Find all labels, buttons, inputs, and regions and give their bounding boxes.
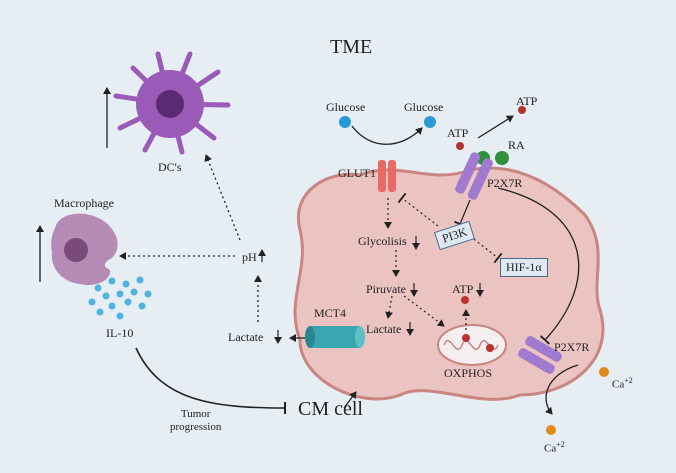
atp-top-molecule	[518, 106, 526, 114]
calcium-label-2-charge: +2	[556, 440, 565, 449]
cm-cell-body	[293, 166, 605, 401]
il10-inhibition-curve	[135, 347, 287, 415]
mitochondrion	[437, 324, 507, 366]
glucose-outside-molecule	[339, 116, 351, 128]
calcium-ion-2	[546, 425, 556, 435]
il10-label: IL-10	[106, 326, 134, 340]
piruvate-to-mito-arrow	[403, 295, 445, 327]
glut1-transporter	[378, 160, 396, 192]
atp-mito-label: ATP	[452, 282, 474, 296]
mct4-transporter	[305, 326, 365, 348]
hif-box: HIF-1α	[500, 258, 548, 277]
calcium-label-2-base: Ca	[544, 442, 557, 455]
p2x7r-to-pi3k-line	[454, 199, 471, 228]
calcium-label-1-base: Ca	[612, 378, 625, 391]
mct4-label: MCT4	[314, 306, 347, 320]
calcium-label-2: Ca+2	[544, 440, 565, 455]
dendritic-cell	[113, 51, 231, 155]
ra-label: RA	[508, 138, 525, 152]
calcium-label-1-charge: +2	[624, 376, 633, 385]
p2x7r-top-receptor	[455, 152, 493, 200]
glucose-inside-molecule	[424, 116, 436, 128]
calcium-ion-1	[599, 367, 609, 377]
glucose-transport-arrow	[351, 125, 423, 145]
lactate-outside-label: Lactate	[228, 330, 264, 344]
p2x7r-bottom-label: P2X7R	[554, 340, 590, 354]
glycolysis-label: Glycolisis	[358, 234, 407, 248]
title: TME	[330, 36, 373, 58]
atp-receptor-label: ATP	[447, 126, 469, 140]
tumor-progression-label: Tumor progression	[170, 408, 222, 433]
glut1-label: GLUT1	[338, 166, 376, 180]
calcium-influx-arrow	[545, 364, 579, 415]
to-cm-cell-arrow	[343, 391, 357, 409]
p2x7r-top-label: P2X7R	[487, 176, 523, 190]
atp-receptor-molecule	[456, 142, 464, 150]
calcium-label-1: Ca+2	[612, 376, 633, 391]
pi3k-to-hif-line	[469, 235, 503, 264]
piruvate-label: Piruvate	[366, 282, 406, 296]
atp-top-label: ATP	[516, 94, 538, 108]
ph-to-dc-arrow	[204, 154, 241, 241]
atp-mito-molecule	[461, 296, 469, 304]
p2x7r-to-p2x7r-curve	[497, 187, 580, 345]
oxphos-label: OXPHOS	[444, 366, 493, 380]
p2x7r-bottom-receptor	[518, 336, 562, 374]
glucose-inside-label: Glucose	[404, 100, 444, 114]
ra-molecule-2	[495, 151, 509, 165]
atp-release-arrow	[477, 115, 514, 139]
dc-label: DC's	[158, 160, 182, 174]
lactate-inside-label: Lactate	[366, 322, 402, 336]
ph-label: pH	[242, 250, 257, 264]
macrophage-cell	[51, 213, 118, 286]
cm-cell-label: CM cell	[298, 398, 363, 420]
piruvate-to-lactate-arrow	[385, 295, 394, 319]
il10-dots	[88, 276, 152, 320]
macrophage-label: Macrophage	[54, 196, 114, 210]
glucose-outside-label: Glucose	[326, 100, 366, 114]
